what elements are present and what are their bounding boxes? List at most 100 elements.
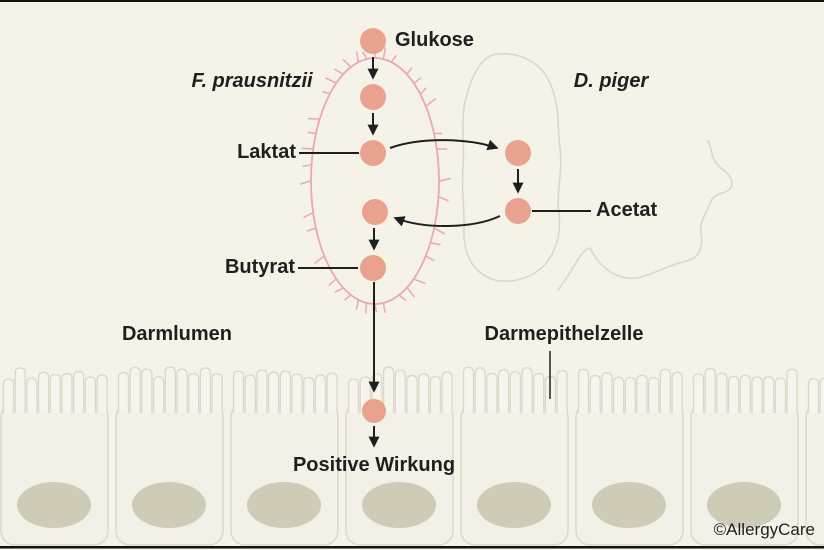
microvillus bbox=[176, 368, 188, 413]
microvillus bbox=[291, 373, 303, 413]
microvillus bbox=[612, 376, 625, 413]
cell-nucleus bbox=[17, 482, 91, 528]
microvillus bbox=[577, 368, 590, 413]
pilus bbox=[364, 303, 368, 314]
d-piger-flagellum bbox=[557, 140, 733, 291]
pilus bbox=[328, 278, 337, 286]
pilus bbox=[413, 77, 422, 84]
microvillus bbox=[429, 375, 442, 413]
microvillus bbox=[84, 376, 97, 413]
microvillus bbox=[2, 378, 15, 413]
f-prausnitzii-label: F. prausnitzii bbox=[191, 70, 313, 92]
darmlumen-label: Darmlumen bbox=[121, 323, 233, 345]
pilus bbox=[439, 177, 452, 182]
pilus bbox=[374, 304, 378, 313]
microvillus bbox=[497, 369, 510, 413]
pilus bbox=[406, 67, 413, 75]
microvillus bbox=[556, 370, 568, 413]
pilus bbox=[314, 255, 325, 264]
pilus bbox=[438, 196, 449, 202]
microvillus bbox=[533, 372, 545, 413]
pilus bbox=[322, 91, 330, 95]
pilus bbox=[420, 87, 427, 95]
pilus bbox=[334, 287, 344, 293]
pilus bbox=[334, 68, 344, 75]
microvillus bbox=[774, 377, 787, 413]
pilus bbox=[362, 51, 368, 59]
microvillus bbox=[589, 374, 601, 413]
intermediate-dot bbox=[360, 84, 386, 110]
microvillus bbox=[624, 376, 636, 413]
positive-wirkung-label: Positive Wirkung bbox=[292, 454, 456, 476]
darmepithelzelle-label: Darmepithelzelle bbox=[484, 323, 644, 345]
pilus bbox=[430, 242, 441, 246]
cell-nucleus bbox=[362, 482, 436, 528]
cell-nucleus bbox=[477, 482, 551, 528]
microvillus bbox=[636, 374, 648, 413]
butyrat-dot bbox=[360, 255, 386, 281]
microvillus bbox=[418, 373, 430, 413]
epithelial-cell bbox=[805, 402, 824, 546]
microvillus bbox=[704, 367, 716, 413]
microvillus bbox=[49, 373, 61, 413]
microvillus bbox=[509, 371, 521, 413]
pilus bbox=[425, 255, 435, 262]
credit-text: ©AllergyCare bbox=[713, 520, 815, 539]
pilus bbox=[399, 294, 407, 302]
metabolite-dots bbox=[360, 28, 531, 423]
pilus bbox=[391, 55, 397, 62]
microvillus bbox=[394, 369, 406, 413]
pilus bbox=[425, 98, 437, 107]
top-border-line bbox=[0, 0, 824, 2]
microvillus bbox=[671, 371, 683, 413]
epithelium-nuclei bbox=[17, 482, 781, 528]
microvillus bbox=[26, 377, 38, 413]
microvillus bbox=[819, 377, 824, 413]
arrow-acetat-to-fprausnitzii bbox=[393, 215, 501, 227]
microvillus bbox=[37, 371, 50, 413]
epithelium-dot bbox=[362, 399, 386, 423]
microvillus bbox=[727, 375, 740, 413]
microvillus bbox=[141, 368, 153, 413]
pilus bbox=[434, 227, 446, 235]
microvillus bbox=[232, 370, 245, 413]
microvillus bbox=[129, 366, 141, 413]
f-prausnitzii-pili bbox=[299, 46, 452, 314]
pilus bbox=[302, 164, 312, 168]
microvillus bbox=[61, 372, 73, 413]
microvillus bbox=[164, 366, 176, 413]
glukose-label: Glukose bbox=[395, 29, 474, 51]
microvillus bbox=[314, 374, 327, 413]
microvillus bbox=[73, 370, 85, 413]
dpiger-received-dot bbox=[505, 140, 531, 166]
acetat-label: Acetat bbox=[596, 199, 658, 221]
pilus bbox=[299, 180, 311, 185]
microvillus bbox=[211, 373, 223, 413]
microvillus bbox=[648, 376, 660, 413]
pilus bbox=[355, 300, 359, 310]
microvillus bbox=[96, 374, 108, 413]
microvillus bbox=[117, 371, 130, 413]
microvillus bbox=[692, 373, 705, 413]
cell-nucleus bbox=[247, 482, 321, 528]
microvillus bbox=[382, 366, 395, 413]
pilus bbox=[342, 58, 351, 68]
bottom-border-line bbox=[0, 546, 824, 549]
microvillus bbox=[326, 372, 338, 413]
cell-nucleus bbox=[707, 482, 781, 528]
pilus bbox=[406, 287, 415, 298]
d-piger-cell-outline bbox=[461, 52, 562, 282]
microvillus bbox=[601, 372, 613, 413]
microvillus bbox=[486, 372, 498, 413]
microvillus bbox=[267, 371, 280, 413]
laktat-label: Laktat bbox=[237, 141, 296, 163]
pilus bbox=[307, 131, 316, 135]
pilus bbox=[355, 50, 359, 62]
microvillus bbox=[441, 371, 453, 413]
arrows bbox=[298, 57, 591, 448]
microvillus bbox=[244, 374, 256, 413]
glukose-dot bbox=[360, 28, 386, 54]
microvillus bbox=[199, 367, 212, 413]
